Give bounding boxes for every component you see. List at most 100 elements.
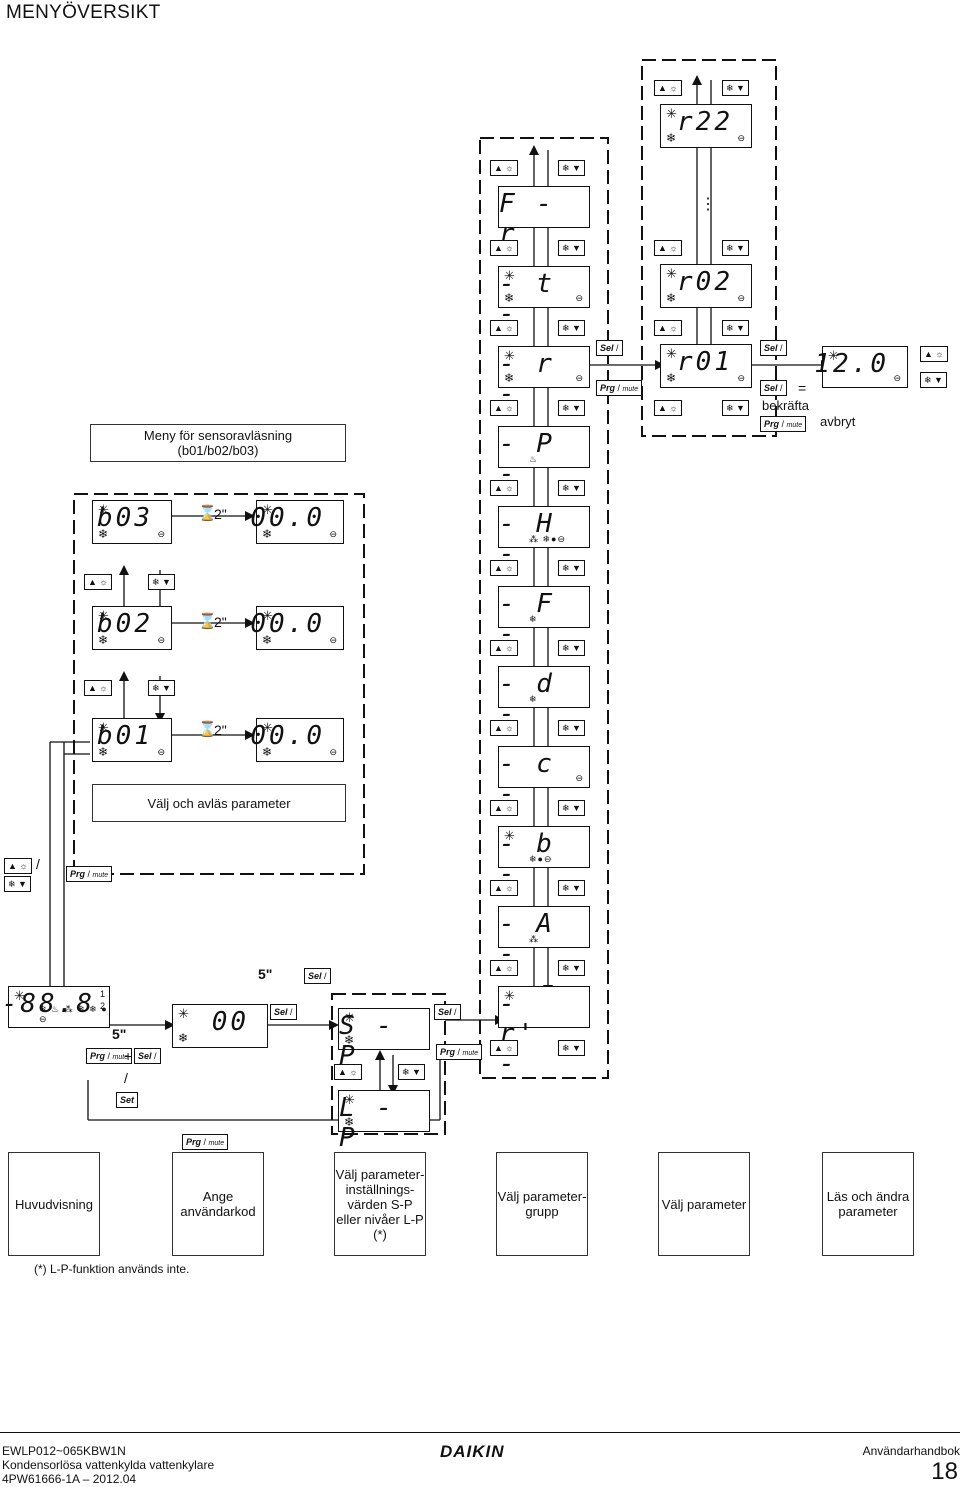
- down-button[interactable]: ❄ ▼: [920, 372, 947, 388]
- sensor-value-b01: ✳ 00.0 ❄ ⊖: [250, 718, 344, 762]
- up-button[interactable]: ▲ ☼: [920, 346, 948, 362]
- up-button[interactable]: ▲ ☼: [654, 240, 682, 256]
- up-button[interactable]: ▲ ☼: [490, 560, 518, 576]
- down-button[interactable]: ❄ ▼: [558, 880, 585, 896]
- sel-button[interactable]: Sel /: [596, 340, 623, 356]
- snowflake-icon: ❄: [344, 1033, 355, 1047]
- up-button[interactable]: ▲ ☼: [84, 680, 112, 696]
- sun-icon: ✳: [666, 106, 677, 121]
- down-button[interactable]: ❄ ▼: [558, 160, 585, 176]
- down-button[interactable]: ❄ ▼: [558, 800, 585, 816]
- up-button[interactable]: ▲ ☼: [490, 240, 518, 256]
- up-button[interactable]: ▲ ☼: [654, 80, 682, 96]
- down-button[interactable]: ❄ ▼: [558, 720, 585, 736]
- sun-icon: ✳: [262, 720, 273, 735]
- param-display-r22: ✳ r22 ❄ ⊖: [660, 104, 752, 148]
- footer-doc-number: 4PW61666-1A – 2012.04: [2, 1472, 137, 1486]
- sun-icon: ✳: [98, 720, 109, 735]
- up-button[interactable]: ▲ ☼: [490, 720, 518, 736]
- down-button[interactable]: ❄ ▼: [558, 480, 585, 496]
- sel-button[interactable]: Sel /: [760, 340, 787, 356]
- param-display-r01: ✳ r01 ❄ ⊖: [660, 344, 752, 388]
- sel-label: Sel: [138, 1051, 152, 1061]
- sun-icon: ✳: [666, 266, 677, 281]
- up-button[interactable]: ▲ ☼: [4, 858, 32, 874]
- sp-display: ✳ S - P ❄: [338, 1008, 430, 1071]
- confirm-label: bekräfta: [762, 398, 809, 413]
- prg-label: Prg: [440, 1047, 456, 1057]
- up-button[interactable]: ▲ ☼: [490, 480, 518, 496]
- page-title: MENYÖVERSIKT: [6, 2, 161, 23]
- down-button[interactable]: ❄ ▼: [558, 560, 585, 576]
- up-button[interactable]: ▲ ☼: [654, 320, 682, 336]
- sel-button[interactable]: Sel /: [134, 1048, 161, 1064]
- down-button[interactable]: ❄ ▼: [722, 80, 749, 96]
- prg-mute-button[interactable]: Prg / mute: [86, 1048, 133, 1064]
- down-button[interactable]: ❄ ▼: [558, 1040, 585, 1056]
- footnote: (*) L-P-funktion används inte.: [34, 1262, 190, 1276]
- sel-button[interactable]: Sel /: [304, 968, 331, 984]
- minus-circle-icon: ⊖: [329, 747, 337, 757]
- up-button[interactable]: ▲ ☼: [490, 800, 518, 816]
- sp-code: S - P: [339, 1011, 395, 1071]
- lp-display: ✳ L - P ❄: [338, 1090, 430, 1153]
- mute-label: mute: [112, 1054, 129, 1061]
- group-icons: ⁂ ❄●⊖: [529, 534, 567, 544]
- prg-mute-button[interactable]: Prg / mute: [760, 416, 807, 432]
- prg-label: Prg: [600, 383, 616, 393]
- group-display-d: - d - ❄: [498, 666, 590, 729]
- down-button[interactable]: ❄ ▼: [558, 640, 585, 656]
- circuit-1-label: 1: [99, 989, 105, 999]
- snowflake-icon: ❄: [262, 745, 273, 759]
- down-button[interactable]: ❄ ▼: [558, 400, 585, 416]
- group-display-p: - P - ♨: [498, 426, 590, 489]
- set-button[interactable]: Set: [116, 1092, 139, 1108]
- up-button[interactable]: ▲ ☼: [654, 400, 682, 416]
- prg-mute-button[interactable]: Prg / mute: [66, 866, 113, 882]
- down-button[interactable]: ❄ ▼: [558, 240, 585, 256]
- up-button[interactable]: ▲ ☼: [490, 960, 518, 976]
- group-display-rp: ✳ - r' -: [498, 986, 590, 1079]
- prg-mute-button[interactable]: Prg / mute: [596, 380, 643, 396]
- up-button[interactable]: ▲ ☼: [490, 880, 518, 896]
- sun-icon: ✳: [262, 608, 273, 623]
- up-button[interactable]: ▲ ☼: [490, 160, 518, 176]
- group-display-r: ✳ - r - ❄ ⊖: [498, 346, 590, 409]
- read-param-label: Välj och avläs parameter: [92, 784, 346, 822]
- sel-label: Sel: [764, 343, 778, 353]
- snowflake-icon: ❄: [666, 131, 677, 145]
- up-button[interactable]: ▲ ☼: [490, 320, 518, 336]
- up-button[interactable]: ▲ ☼: [490, 1040, 518, 1056]
- down-button[interactable]: ❄ ▼: [148, 680, 175, 696]
- prg-mute-button[interactable]: Prg / mute: [436, 1044, 483, 1060]
- down-button[interactable]: ❄ ▼: [558, 320, 585, 336]
- sel-button[interactable]: Sel /: [434, 1004, 461, 1020]
- minus-circle-icon: ⊖: [157, 747, 165, 757]
- up-button[interactable]: ▲ ☼: [490, 400, 518, 416]
- sel-button[interactable]: Sel /: [760, 380, 787, 396]
- down-button[interactable]: ❄ ▼: [398, 1064, 425, 1080]
- wait-time: 2": [214, 722, 227, 738]
- down-button[interactable]: ❄ ▼: [722, 320, 749, 336]
- down-button[interactable]: ❄ ▼: [148, 574, 175, 590]
- hourglass-icon: ⌛: [198, 613, 217, 630]
- up-button[interactable]: ▲ ☼: [84, 574, 112, 590]
- group-container: [479, 137, 609, 1079]
- down-button[interactable]: ❄ ▼: [558, 960, 585, 976]
- sel-label: Sel: [764, 383, 778, 393]
- sel-button[interactable]: Sel /: [270, 1004, 297, 1020]
- sun-icon: ✳: [14, 988, 25, 1003]
- up-button[interactable]: ▲ ☼: [334, 1064, 362, 1080]
- down-button[interactable]: ❄ ▼: [722, 240, 749, 256]
- sensor-code: b02: [97, 609, 153, 639]
- snowflake-icon: ❄: [98, 745, 109, 759]
- snowflake-icon: ❄: [504, 371, 515, 385]
- down-button[interactable]: ❄ ▼: [722, 400, 749, 416]
- prg-mute-button[interactable]: Prg / mute: [182, 1134, 229, 1150]
- up-button[interactable]: ▲ ☼: [490, 640, 518, 656]
- down-button[interactable]: ❄ ▼: [4, 876, 31, 892]
- minus-circle-icon: ⊖: [329, 529, 337, 539]
- step-main-display: Huvudvisning: [8, 1152, 100, 1256]
- param-code: r02: [677, 267, 733, 297]
- value-display: ✳ 12.0 ⊖: [814, 346, 908, 388]
